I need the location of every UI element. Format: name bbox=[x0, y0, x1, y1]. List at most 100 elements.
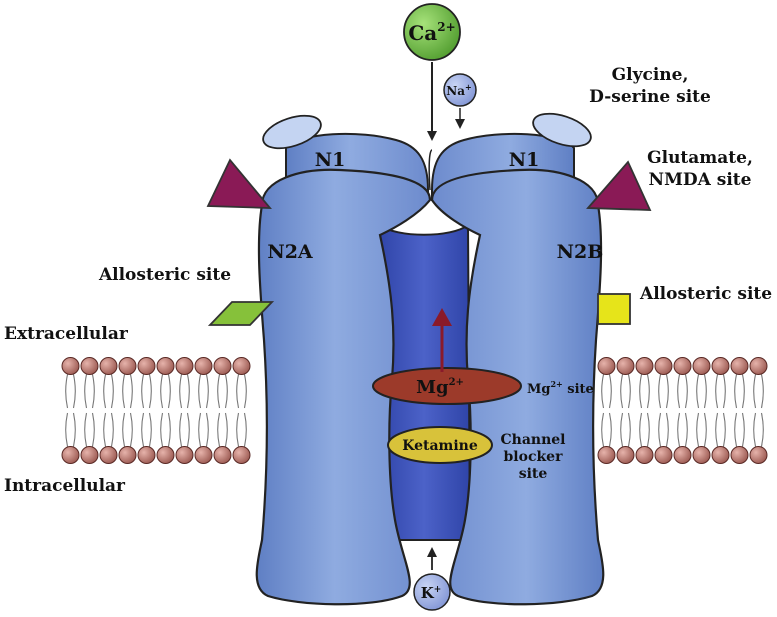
lipid-tail bbox=[639, 374, 643, 409]
n2b-label: N2B bbox=[557, 241, 604, 263]
lipid-head bbox=[597, 357, 616, 375]
lipid-tail bbox=[658, 412, 662, 447]
ketamine-disc bbox=[387, 426, 493, 464]
lipid-tail bbox=[91, 412, 95, 447]
n1-right-label: N1 bbox=[509, 149, 540, 171]
lipid-head bbox=[156, 357, 175, 375]
lipid-tail bbox=[646, 374, 650, 409]
lipid-tail bbox=[217, 412, 221, 447]
lipid-tail bbox=[179, 374, 183, 409]
lipid-tail bbox=[243, 412, 247, 447]
potassium-label: K+ bbox=[421, 584, 442, 602]
lipid-tail bbox=[601, 412, 605, 447]
lipid-head bbox=[156, 446, 175, 464]
lipid-head bbox=[616, 446, 635, 464]
lipid-head bbox=[194, 446, 213, 464]
lipid-tail bbox=[677, 412, 681, 447]
lipid-head bbox=[232, 446, 251, 464]
lipid-tail bbox=[148, 374, 152, 409]
lipid-head bbox=[749, 357, 768, 375]
lipid-tail bbox=[760, 374, 764, 409]
lipid-tail bbox=[639, 412, 643, 447]
lipid-head bbox=[175, 446, 194, 464]
lipid-tail bbox=[224, 412, 228, 447]
lipid-tail bbox=[91, 374, 95, 409]
lipid-tail bbox=[620, 374, 624, 409]
lipid-head bbox=[673, 446, 692, 464]
lipid-tail bbox=[186, 412, 190, 447]
lipid-tail bbox=[753, 374, 757, 409]
pore-seam bbox=[428, 149, 433, 191]
lipid-head bbox=[711, 357, 730, 375]
lipid-head bbox=[635, 357, 654, 375]
lipid-tail bbox=[84, 374, 88, 409]
lipid-tail bbox=[72, 374, 76, 409]
lipid-tail bbox=[608, 374, 612, 409]
lipid-head bbox=[61, 446, 80, 464]
lipid-tail bbox=[236, 374, 240, 409]
n2a-subunit bbox=[255, 168, 432, 606]
lipid-tail bbox=[715, 374, 719, 409]
lipid-tail bbox=[243, 374, 247, 409]
allosteric-site-left-shape bbox=[207, 301, 275, 326]
lipid-tail bbox=[179, 412, 183, 447]
lipid-tail bbox=[65, 412, 69, 447]
channel-blocker-label-3: site bbox=[519, 466, 548, 482]
lipid-tail bbox=[665, 412, 669, 447]
lipid-tail bbox=[167, 412, 171, 447]
glycine-site-left-ellipse bbox=[262, 114, 322, 150]
lipid-head bbox=[213, 446, 232, 464]
lipid-head bbox=[99, 446, 118, 464]
lipid-tail bbox=[627, 412, 631, 447]
magnesium-disc bbox=[372, 367, 522, 405]
lipid-tail bbox=[236, 412, 240, 447]
lipid-tail bbox=[696, 374, 700, 409]
lipid-head bbox=[616, 357, 635, 375]
lipid-head bbox=[635, 446, 654, 464]
lipid-tail bbox=[741, 374, 745, 409]
lipid-head bbox=[80, 357, 99, 375]
lipid-tail bbox=[684, 374, 688, 409]
n1-left-label: N1 bbox=[315, 149, 346, 171]
lipid-tail bbox=[224, 374, 228, 409]
lipid-head bbox=[118, 446, 137, 464]
lipid-tail bbox=[734, 412, 738, 447]
lipid-tail bbox=[753, 412, 757, 447]
lipid-tail bbox=[122, 374, 126, 409]
lipid-tail bbox=[734, 374, 738, 409]
ketamine-label: Ketamine bbox=[402, 438, 478, 454]
lipid-tail bbox=[665, 374, 669, 409]
lipid-bilayer bbox=[61, 357, 768, 464]
channel-blocker-label-1: Channel bbox=[501, 432, 566, 448]
lipid-tail bbox=[167, 374, 171, 409]
lipid-tail bbox=[741, 412, 745, 447]
lipid-tail bbox=[72, 412, 76, 447]
lipid-head bbox=[711, 446, 730, 464]
lipid-tail bbox=[103, 412, 107, 447]
lipid-head bbox=[730, 357, 749, 375]
lipid-tail bbox=[160, 412, 164, 447]
lipid-tail bbox=[620, 412, 624, 447]
lipid-head bbox=[232, 357, 251, 375]
lipid-head bbox=[749, 446, 768, 464]
lipid-tail bbox=[84, 412, 88, 447]
lipid-head bbox=[175, 357, 194, 375]
lipid-tail bbox=[627, 374, 631, 409]
lipid-tail bbox=[160, 374, 164, 409]
lipid-tail bbox=[760, 412, 764, 447]
lipid-tail bbox=[703, 412, 707, 447]
lipid-tail bbox=[198, 374, 202, 409]
glutamate-label-1: Glutamate, bbox=[647, 148, 753, 168]
lipid-tail bbox=[198, 412, 202, 447]
extracellular-label: Extracellular bbox=[4, 324, 129, 344]
calcium-ion-ball bbox=[403, 3, 461, 61]
lipid-head bbox=[730, 446, 749, 464]
lipid-tail bbox=[601, 374, 605, 409]
lipid-head bbox=[80, 446, 99, 464]
lipid-tail bbox=[122, 412, 126, 447]
lipid-tail bbox=[141, 374, 145, 409]
allosteric-right-label: Allosteric site bbox=[639, 284, 772, 304]
lipid-tail bbox=[205, 412, 209, 447]
